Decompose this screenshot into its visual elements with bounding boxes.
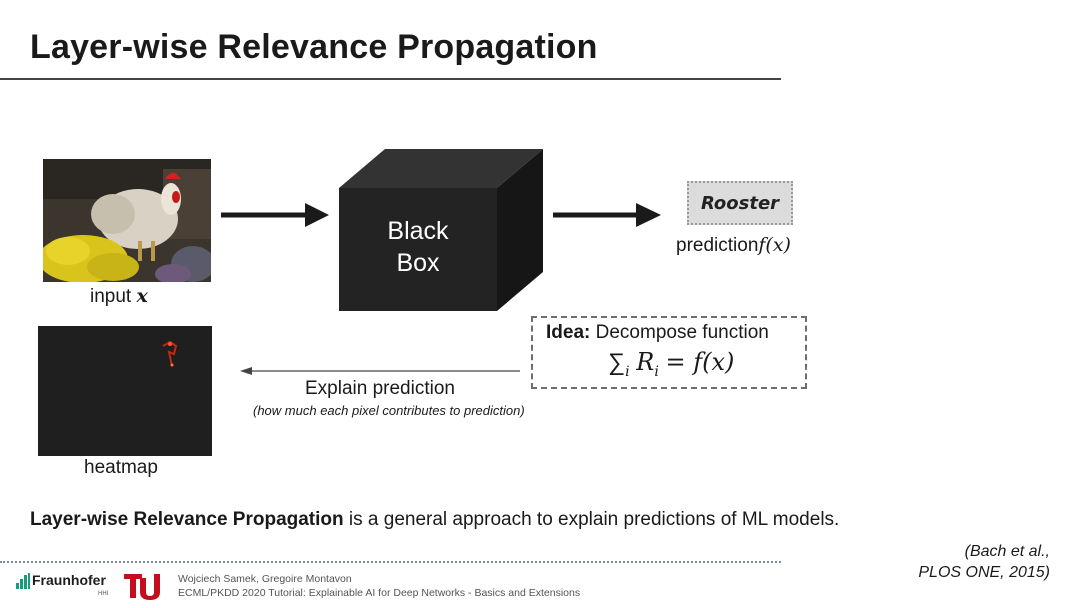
decomposition-formula: ∑i Ri = f(x) [608, 348, 735, 380]
title-divider [0, 78, 781, 80]
fraunhofer-mark-icon [16, 573, 30, 589]
fraunhofer-logo: Fraunhofer HHI [16, 571, 116, 599]
black-box-label: Black Box [387, 217, 449, 277]
arrow-box-to-output [553, 203, 661, 227]
footer-event: ECML/PKDD 2020 Tutorial: Explainable AI … [178, 587, 581, 599]
input-image [43, 159, 211, 282]
prediction-output-box: Rooster [687, 181, 793, 225]
summary-text: Layer-wise Relevance Propagation is a ge… [30, 509, 840, 530]
arrow-explain [240, 367, 520, 375]
footer-authors: Wojciech Samek, Gregoire Montavon [178, 573, 352, 585]
citation: (Bach et al., PLOS ONE, 2015) [918, 543, 1050, 581]
input-symbol: x [136, 285, 148, 307]
input-caption: input x [90, 285, 148, 307]
tu-berlin-logo [124, 572, 160, 600]
explain-label: Explain prediction [305, 378, 455, 399]
slide-title: Layer-wise Relevance Propagation [30, 28, 598, 66]
heatmap-image [38, 326, 212, 456]
tu-logo-icon [124, 574, 160, 600]
heatmap-caption: heatmap [84, 457, 158, 478]
prediction-caption: predictionf(x) [676, 234, 791, 256]
prediction-symbol: f(x) [758, 234, 791, 256]
idea-box [531, 316, 807, 389]
idea-text: Idea: Decompose function [546, 322, 769, 343]
rooster-photo [43, 159, 211, 282]
explain-note: (how much each pixel contributes to pred… [253, 403, 525, 418]
heatmap-graphic [38, 326, 212, 456]
idea-label: Idea: [546, 322, 591, 343]
footer-divider [0, 561, 781, 563]
arrow-input-to-box [221, 203, 329, 227]
black-box-cube [339, 149, 543, 311]
